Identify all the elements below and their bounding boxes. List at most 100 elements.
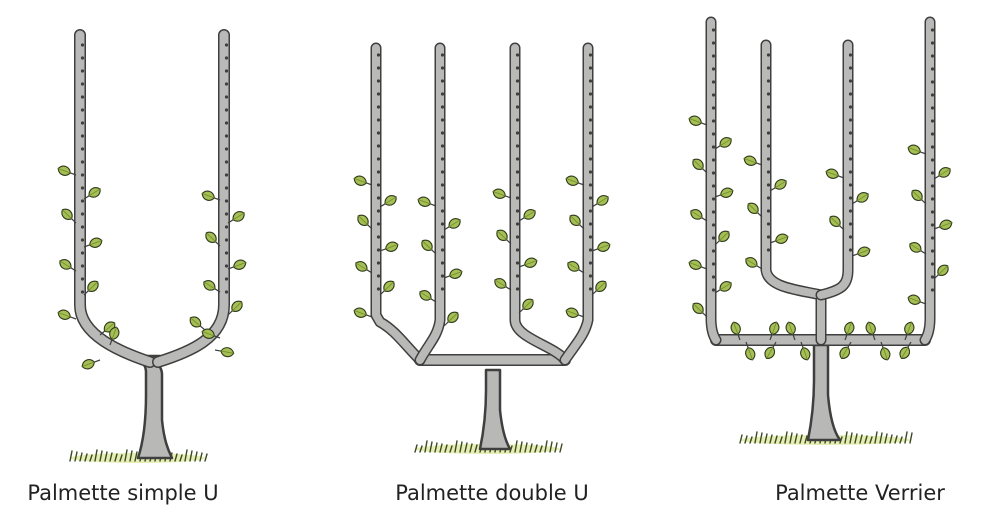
leaf (850, 245, 871, 260)
bud (767, 79, 770, 82)
bud (712, 41, 715, 44)
bud (931, 288, 934, 291)
bud (377, 248, 380, 251)
bud (931, 184, 934, 187)
bud (589, 196, 592, 199)
bud (225, 238, 228, 241)
bud (377, 66, 380, 69)
trunk (808, 345, 840, 440)
bud (589, 170, 592, 173)
bud (225, 82, 228, 85)
bud (441, 274, 444, 277)
bud (767, 144, 770, 147)
bud (589, 131, 592, 134)
bud (589, 105, 592, 108)
bud (712, 223, 715, 226)
bud (767, 248, 770, 251)
bud (81, 212, 84, 215)
bud (712, 210, 715, 213)
bud (516, 261, 519, 264)
leaf (417, 195, 438, 210)
bud (712, 145, 715, 148)
bud (849, 105, 852, 108)
bud (225, 134, 228, 137)
bud (767, 235, 770, 238)
bud (712, 171, 715, 174)
bud (516, 118, 519, 121)
bud (589, 261, 592, 264)
bud (225, 147, 228, 150)
bud (712, 106, 715, 109)
branch-outer-right (925, 22, 930, 340)
bud (81, 225, 84, 228)
bud (849, 209, 852, 212)
bud (516, 287, 519, 290)
bud (767, 53, 770, 56)
bud (589, 287, 592, 290)
branch-b-inner (515, 48, 565, 360)
bud (441, 105, 444, 108)
bud (516, 235, 519, 238)
bud (849, 248, 852, 251)
bud (225, 277, 228, 280)
bud (225, 95, 228, 98)
bud (441, 235, 444, 238)
bud (931, 262, 934, 265)
bud (712, 262, 715, 265)
bud (377, 261, 380, 264)
bud (516, 183, 519, 186)
bud (589, 274, 592, 277)
leaf (81, 356, 102, 371)
bud (81, 82, 84, 85)
bud (712, 28, 715, 31)
bud (931, 197, 934, 200)
leaf (565, 306, 586, 321)
bud (225, 199, 228, 202)
bud (441, 131, 444, 134)
bud (225, 108, 228, 111)
bud (767, 209, 770, 212)
leaf (353, 306, 374, 321)
bud (81, 186, 84, 189)
trunk (480, 370, 510, 449)
bud (589, 183, 592, 186)
leaf (768, 232, 789, 247)
bud (225, 290, 228, 293)
bud (441, 196, 444, 199)
bud (377, 131, 380, 134)
figure-palmette-verrier (688, 22, 954, 445)
leaf (214, 346, 234, 358)
bud (589, 157, 592, 160)
bud (441, 261, 444, 264)
bud (377, 118, 380, 121)
bud (712, 288, 715, 291)
bud (377, 287, 380, 290)
bud (377, 105, 380, 108)
bud (377, 157, 380, 160)
bud (589, 248, 592, 251)
bud (589, 53, 592, 56)
bud (441, 157, 444, 160)
bud (377, 92, 380, 95)
bud (225, 186, 228, 189)
figure-palmette-double-u (353, 48, 612, 454)
bud (516, 53, 519, 56)
trunk (132, 356, 172, 458)
leaf (590, 240, 611, 255)
bud (516, 144, 519, 147)
bud (931, 41, 934, 44)
bud (225, 121, 228, 124)
leaf (565, 174, 586, 189)
bud (441, 209, 444, 212)
bud (767, 105, 770, 108)
bud (441, 170, 444, 173)
bud (712, 236, 715, 239)
bud (516, 170, 519, 173)
leaf (713, 186, 734, 201)
bud (589, 118, 592, 121)
bud (767, 92, 770, 95)
bud (931, 158, 934, 161)
bud (81, 251, 84, 254)
branch-inner-left (766, 45, 821, 340)
